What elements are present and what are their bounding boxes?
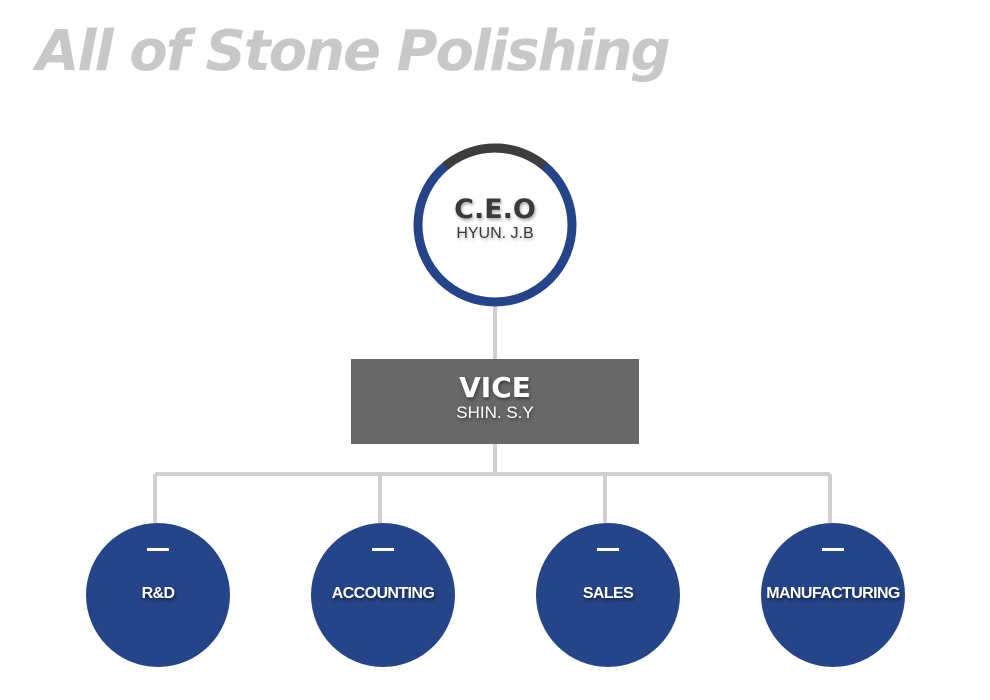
dept-node-sales: SALES [536, 523, 680, 667]
dept-dash [147, 548, 169, 551]
dept-label: ACCOUNTING [331, 585, 435, 602]
page-title: All of Stone Polishing [36, 19, 671, 84]
dept-node-rnd: R&D [86, 523, 230, 667]
ceo-role: C.E.O [454, 194, 536, 225]
dept-node-manufacturing: MANUFACTURING [761, 523, 905, 667]
ceo-ring [413, 143, 577, 307]
ceo-node: C.E.O HYUN. J.B [413, 143, 577, 307]
dept-dash [372, 548, 394, 551]
dept-label: R&D [141, 585, 175, 602]
dept-dash [597, 548, 619, 551]
ceo-name: HYUN. J.B [456, 224, 534, 242]
dept-node-accounting: ACCOUNTING [311, 523, 455, 667]
vice-node: VICE SHIN. S.Y [351, 359, 639, 444]
vice-name: SHIN. S.Y [456, 402, 534, 422]
dept-label: SALES [582, 585, 634, 602]
dept-dash [822, 548, 844, 551]
vice-role: VICE [459, 371, 531, 404]
dept-label: MANUFACTURING [766, 585, 900, 602]
